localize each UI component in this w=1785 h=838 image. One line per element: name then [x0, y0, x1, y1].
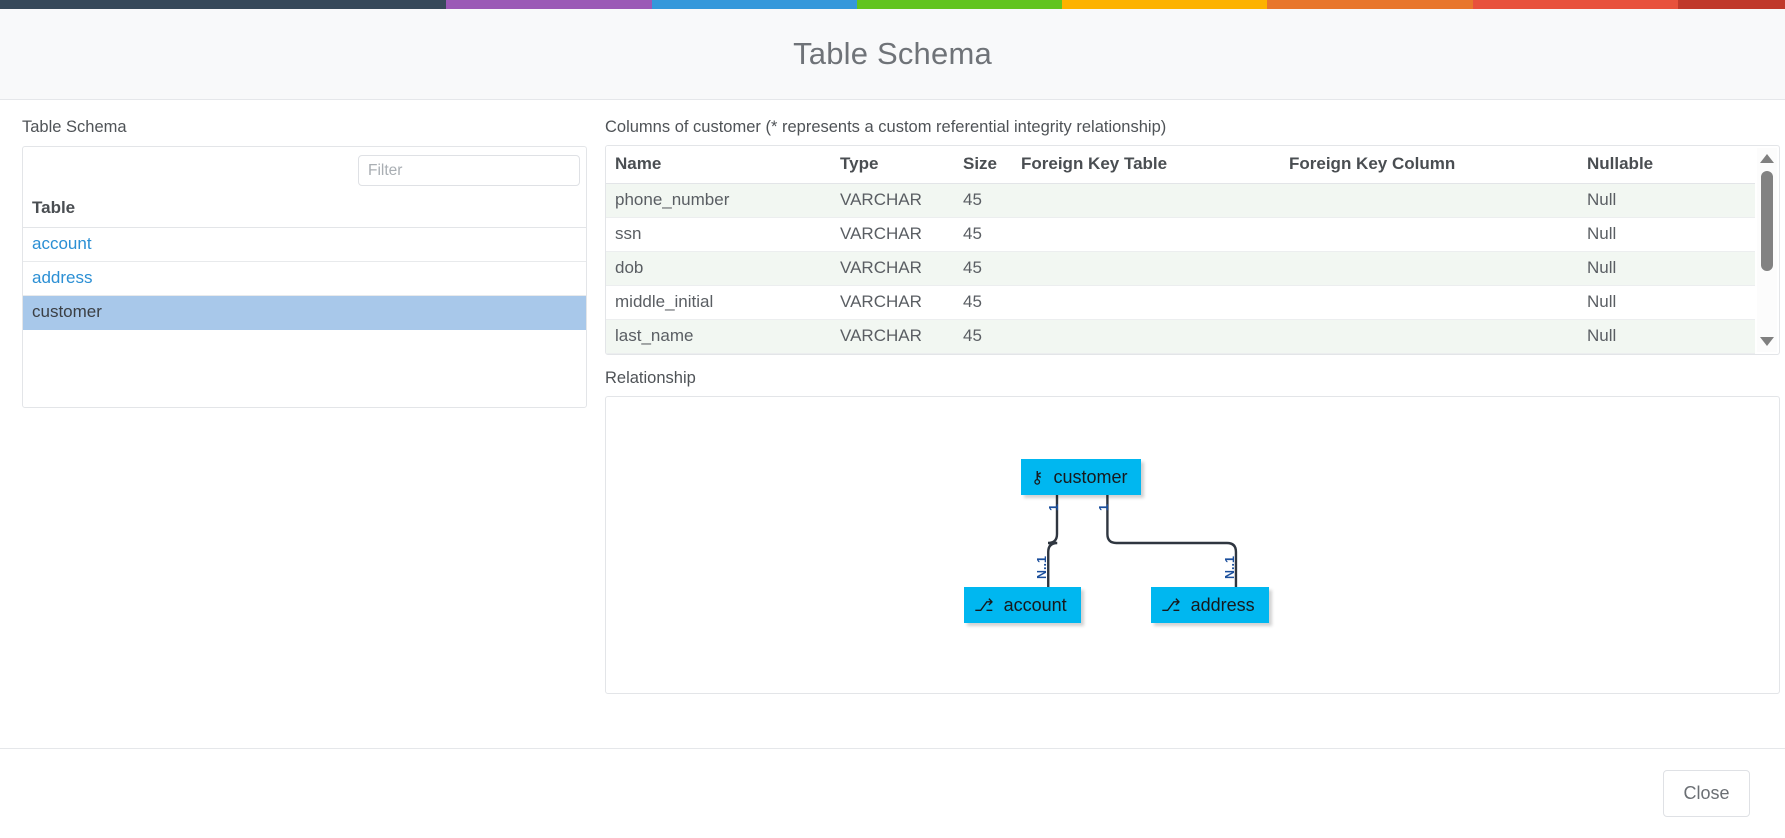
table-name-link[interactable]: customer [32, 302, 102, 321]
er-node-address[interactable]: ⎇ address [1151, 587, 1269, 623]
er-edge-customer-address [1106, 495, 1238, 587]
column-fk-column [1280, 217, 1578, 252]
column-fk-column [1280, 285, 1578, 320]
column-fk-column [1280, 319, 1578, 354]
col-header-fk-table[interactable]: Foreign Key Table [1012, 146, 1280, 184]
er-node-label: customer [1053, 466, 1128, 487]
col-header-name[interactable]: Name [606, 146, 831, 184]
column-size: 45 [954, 319, 1012, 354]
column-fk-table [1012, 251, 1280, 286]
er-cardinality-source: 1 [1047, 504, 1061, 511]
column-size: 45 [954, 285, 1012, 320]
er-node-label: account [1003, 594, 1067, 615]
column-type: VARCHAR [831, 183, 954, 218]
column-nullable: Null [1578, 183, 1755, 218]
columns-header-row: Name Type Size Foreign Key Table Foreign… [606, 146, 1755, 184]
triangle-down-icon[interactable] [1760, 337, 1774, 346]
column-fk-table [1012, 319, 1280, 354]
column-nullable: Null [1578, 285, 1755, 320]
er-node-account[interactable]: ⎇ account [964, 587, 1081, 623]
strip-blue [651, 0, 857, 9]
filter-row [23, 147, 586, 194]
column-name: last_name [606, 319, 831, 354]
column-fk-column [1280, 251, 1578, 286]
page-title: Table Schema [793, 36, 992, 71]
columns-grid-box: Name Type Size Foreign Key Table Foreign… [605, 145, 1780, 355]
table-name-link[interactable]: address [32, 268, 93, 287]
strip-dark-red [1677, 0, 1785, 9]
er-cardinality-target: N..1 [1222, 556, 1237, 579]
column-nullable: Null [1578, 251, 1755, 286]
column-type: VARCHAR [831, 251, 954, 286]
table-list: account address customer [23, 228, 586, 330]
scrollbar-thumb[interactable] [1761, 171, 1773, 271]
column-fk-column [1280, 183, 1578, 218]
columns-caption: Columns of customer (* represents a cust… [605, 118, 1167, 136]
column-name: ssn [606, 217, 831, 252]
strip-green [856, 0, 1063, 9]
fk-arrow-icon: ⎇ [974, 595, 994, 615]
dialog-footer: Close [0, 748, 1785, 838]
column-fk-table [1012, 183, 1280, 218]
table-list-box: Table account address customer [22, 146, 587, 408]
column-type: VARCHAR [831, 217, 954, 252]
key-icon: ⚷ [1031, 467, 1044, 487]
close-button[interactable]: Close [1663, 770, 1750, 817]
relationship-caption: Relationship [605, 369, 696, 387]
columns-table: Name Type Size Foreign Key Table Foreign… [606, 146, 1755, 354]
column-nullable: Null [1578, 319, 1755, 354]
details-panel: Columns of customer (* represents a cust… [605, 118, 1780, 694]
er-cardinality-source: 1 [1097, 504, 1112, 511]
er-node-customer[interactable]: ⚷ customer [1021, 459, 1142, 495]
table-list-item-address[interactable]: address [23, 262, 586, 296]
er-edge-customer-account [1047, 495, 1059, 587]
column-size: 45 [954, 183, 1012, 218]
column-fk-table [1012, 285, 1280, 320]
dialog-body: Table Schema Table account address custome… [0, 100, 1785, 748]
column-name: phone_number [606, 183, 831, 218]
strip-orange [1267, 0, 1473, 9]
col-header-nullable[interactable]: Nullable [1578, 146, 1755, 184]
column-name: middle_initial [606, 285, 831, 320]
column-fk-table [1012, 217, 1280, 252]
column-name: dob [606, 251, 831, 286]
table-schema-label: Table Schema [22, 118, 127, 136]
table-name-link[interactable]: account [32, 234, 92, 253]
col-header-type[interactable]: Type [831, 146, 954, 184]
er-node-label: address [1190, 594, 1255, 615]
table-list-item-customer[interactable]: customer [23, 296, 586, 330]
er-cardinality-target: N..1 [1035, 556, 1050, 579]
column-type: VARCHAR [831, 285, 954, 320]
table-list-item-account[interactable]: account [23, 228, 586, 262]
column-nullable: Null [1578, 217, 1755, 252]
col-header-fk-column[interactable]: Foreign Key Column [1280, 146, 1578, 184]
column-size: 45 [954, 217, 1012, 252]
relationship-edges [1047, 495, 1238, 587]
strip-red-orange [1472, 0, 1678, 9]
strip-purple [446, 0, 652, 9]
strip-amber [1062, 0, 1268, 9]
column-size: 45 [954, 251, 1012, 286]
strip-dark-slate [0, 0, 447, 9]
filter-input[interactable] [358, 155, 580, 186]
fk-arrow-icon: ⎇ [1161, 595, 1181, 615]
triangle-up-icon[interactable] [1760, 154, 1774, 163]
col-header-size[interactable]: Size [954, 146, 1012, 184]
dialog-header: Table Schema [0, 9, 1785, 100]
accent-color-strip [0, 0, 1785, 9]
table-schema-panel: Table Schema Table account address custome… [22, 118, 587, 408]
columns-scrollbar[interactable] [1757, 148, 1777, 352]
column-type: VARCHAR [831, 319, 954, 354]
table-column-header: Table [23, 194, 586, 228]
